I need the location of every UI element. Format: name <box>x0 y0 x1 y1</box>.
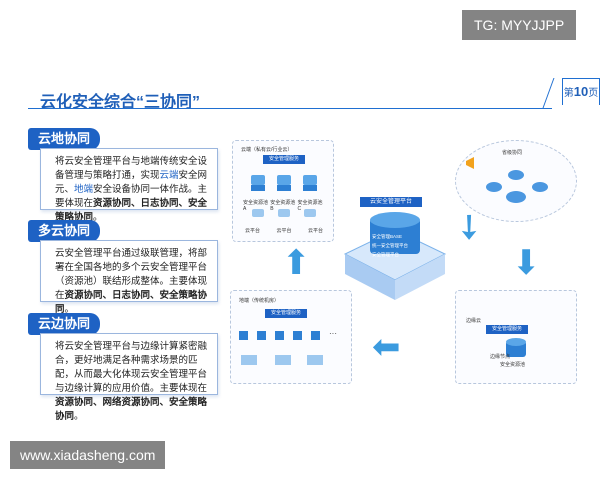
panel-caption: 边缘云 <box>466 318 482 324</box>
text-run: 。 <box>93 212 103 223</box>
text-run: 将云安全管理平台与边缘计算紧密融合，更好地满足各种需求场景的匹配，从而最大化体现… <box>55 341 208 394</box>
tag-multi-cloud: 多云协同 <box>28 220 101 242</box>
text-run: 资源协同、日志协同、安全策略协同 <box>55 198 208 223</box>
text-run: 资源协同、网络资源协同、安全策略协同 <box>55 397 208 422</box>
panel-badge: 安全管理服务 <box>263 155 306 164</box>
text-run: 地端 <box>74 184 94 195</box>
text-run: 云端 <box>159 170 179 181</box>
panel-labels: 安全资源池A 安全资源池B 安全资源池C <box>243 199 325 212</box>
watermark-top: TG: MYYJJPP <box>462 10 577 40</box>
text-run: 安全网元、 <box>55 170 208 195</box>
center-title: 云安全管理平台 <box>360 197 422 207</box>
panel-edge-side: 边缘云 安全管理服务 边缘节点 安全资源池 <box>455 290 577 384</box>
panel-provincial: 省级协同 <box>455 140 577 222</box>
page-number-value: 10 <box>573 84 589 99</box>
arrow-down-icon: ⬇ <box>512 244 541 282</box>
text-run: 资源协同、日志协同、安全策略协同 <box>55 290 208 315</box>
panel-label: 安全资源池 <box>500 362 526 368</box>
panel-tags: 云平台 云平台 云平台 <box>245 227 323 234</box>
page-number: 第10页 <box>562 78 600 105</box>
text-run: 安全设备协同一体作战。主要体现在 <box>55 184 208 209</box>
panel-badge: 安全管理服务 <box>486 325 529 334</box>
server-stack-icons <box>251 175 317 217</box>
panel-tag: 云平台 <box>276 228 292 234</box>
panel-tag: 云平台 <box>307 228 323 234</box>
cloud-cluster-icons <box>466 157 548 203</box>
panel-caption: 云端（私有云/行业云） <box>241 147 293 153</box>
central-platform-illustration <box>343 212 447 300</box>
text-run: 将云安全管理平台与地端传统安全设备管理与策略打通，实现 <box>55 156 208 181</box>
center-items: 安全管理BASE 统一安全管理平台 安全管理平台 <box>372 232 408 259</box>
panel-badge: 安全管理服务 <box>265 309 308 318</box>
watermark-bottom: www.xiadasheng.com <box>10 441 166 469</box>
panel-label: 边缘节点 <box>490 354 511 360</box>
panel-label: 安全资源池A <box>243 200 269 212</box>
tag-cloud-edge: 云边协同 <box>28 313 101 335</box>
more-devices: ··· <box>329 329 337 338</box>
text-run: 。 <box>64 304 75 315</box>
panel-cloud-side: 云端（私有云/行业云） 安全管理服务 安全资源池A 安全资源池B 安全资源池C … <box>232 140 334 242</box>
section-multi-cloud-text: 云安全管理平台通过级联管理，将部署在全国各地的多个云安全管理平台（资源池）联结形… <box>40 240 218 315</box>
edge-node-icon <box>506 338 526 357</box>
center-item: 安全管理BASE <box>372 234 403 239</box>
section-cloud-edge-text: 将云安全管理平台与边缘计算紧密融合，更好地满足各种需求场景的匹配，从而最大化体现… <box>40 333 218 422</box>
panel-label: 安全资源池B <box>270 200 296 212</box>
arrow-up-icon: ⬆ <box>282 244 311 282</box>
panel-caption: 地端（传统机房） <box>239 298 280 304</box>
tag-cloud-ground: 云地协同 <box>28 128 101 150</box>
section-cloud-ground-text: 将云安全管理平台与地端传统安全设备管理与策略打通，实现云端安全网元、地端安全设备… <box>40 148 218 223</box>
page-prefix: 第 <box>563 88 574 99</box>
panel-label: 安全资源池C <box>297 200 323 212</box>
center-item: 统一安全管理平台 <box>372 243 408 248</box>
page-divider <box>542 78 555 108</box>
page-suffix: 页 <box>588 88 599 99</box>
title-underline <box>28 108 552 109</box>
center-item: 安全管理平台 <box>372 252 399 257</box>
device-icons <box>239 331 323 365</box>
panel-tag: 云平台 <box>245 228 261 234</box>
arrow-left-icon: ⬅ <box>372 328 401 366</box>
page-title: 云化安全综合“三协同” <box>40 94 201 111</box>
text-run: 。 <box>74 411 84 422</box>
panel-ground-side: 地端（传统机房） 安全管理服务 ··· <box>230 290 352 384</box>
text-run: 云安全管理平台通过级联管理，将部署在全国各地的多个云安全管理平台（资源池）联结形… <box>55 248 208 301</box>
panel-caption: 省级协同 <box>502 150 523 156</box>
